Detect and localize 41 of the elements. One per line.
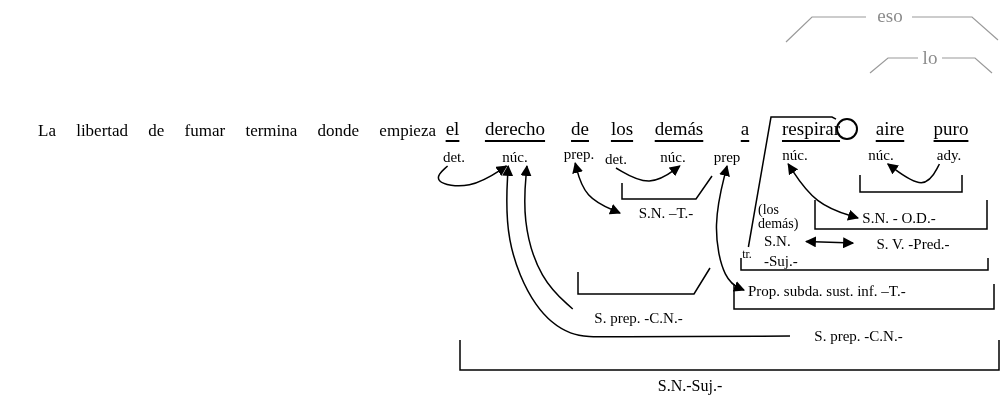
phrase-label: -Suj.- xyxy=(763,252,799,270)
function-label: núc. xyxy=(656,148,690,166)
word: a xyxy=(739,118,751,140)
phrase-label: S.N.-Suj.- xyxy=(656,376,724,396)
word: el xyxy=(444,118,461,140)
function-label: núc. xyxy=(498,148,532,166)
substitute-pronoun: eso xyxy=(876,5,904,28)
leader-line xyxy=(747,116,837,248)
phrase-label: S. V. -Pred.- xyxy=(853,235,973,253)
phrase-label: S.N. xyxy=(763,232,792,250)
arrow xyxy=(502,164,791,338)
word: derecho xyxy=(483,118,547,140)
function-label: ady. xyxy=(933,146,965,164)
word: demás xyxy=(653,118,705,140)
phrase-label: Prop. subda. sust. inf. –T.- xyxy=(744,282,984,302)
substitute-pronoun: lo xyxy=(921,47,939,70)
word: los xyxy=(609,118,635,140)
function-label: núc. xyxy=(778,146,812,164)
arrow xyxy=(715,164,745,292)
function-label: núc. xyxy=(864,146,898,164)
arrow xyxy=(615,165,681,182)
trace-mark: tr. xyxy=(740,247,754,261)
phrase-label: S. prep. -C.N.- xyxy=(790,327,927,345)
phrase-label: S.N. –T.- xyxy=(620,204,712,222)
phrase-label: S. prep. -C.N.- xyxy=(570,309,707,327)
function-label: det. xyxy=(601,150,631,168)
arrow xyxy=(804,236,855,249)
arrow xyxy=(886,163,941,184)
word: puro xyxy=(932,118,970,140)
word: aire xyxy=(874,118,906,140)
arrow xyxy=(572,161,621,215)
arrow xyxy=(437,165,508,187)
phrase-label: S.N. - O.D.- xyxy=(858,209,940,227)
function-label: prep. xyxy=(560,145,598,163)
arrow xyxy=(520,164,574,310)
arrow xyxy=(787,163,860,221)
phrase-label: (los demás) xyxy=(758,203,800,231)
function-label: det. xyxy=(438,148,470,166)
function-label: prep xyxy=(710,148,744,166)
sentence-text: La libertad de fumar termina donde empieza xyxy=(38,121,436,142)
word: de xyxy=(570,118,590,140)
